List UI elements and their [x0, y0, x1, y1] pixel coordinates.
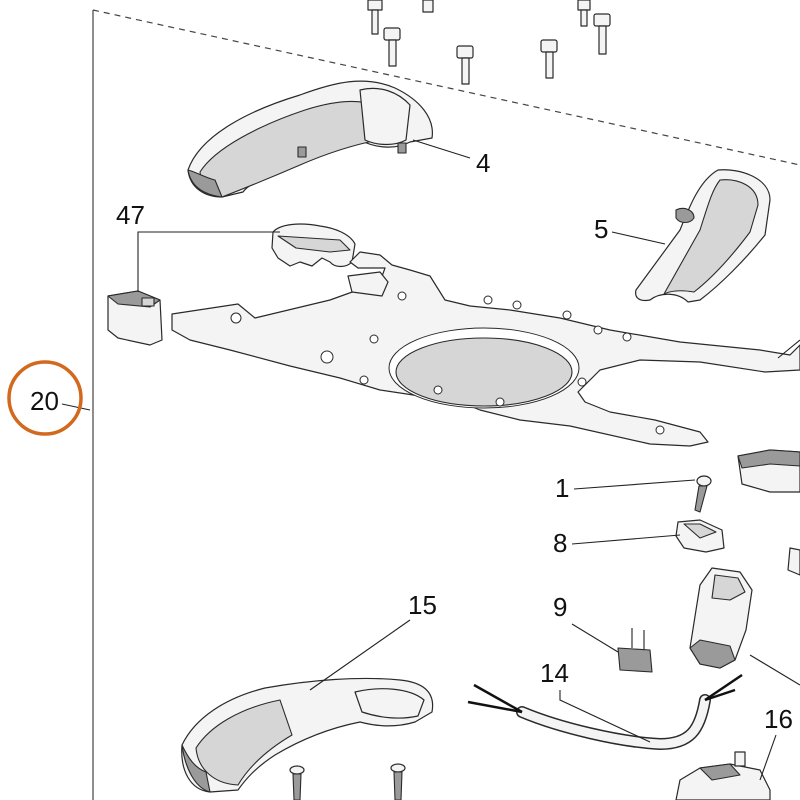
callout-8: 8: [553, 528, 567, 558]
assembly-boundary: [92, 9, 800, 800]
part-8-connector: [675, 519, 725, 553]
callout-4: 4: [476, 148, 490, 178]
callout-1: 1: [555, 473, 569, 503]
leader-lines: [61, 139, 800, 781]
part-14-cable: [467, 673, 743, 751]
highlight-circle: [7, 360, 83, 436]
screw: [289, 765, 305, 800]
part-15-bottom-housing: [181, 677, 434, 793]
main-mounting-plate: [171, 251, 800, 447]
callout-5: 5: [594, 214, 608, 244]
part-5-side-cover: [635, 169, 771, 303]
screw: [390, 763, 406, 800]
callout-47: 47: [116, 200, 145, 230]
top-screws: [367, 0, 611, 85]
bottom-screws: [289, 763, 406, 800]
part-16-component: [675, 751, 771, 800]
callout-16: 16: [764, 704, 793, 734]
callout-15: 15: [408, 590, 437, 620]
screw: [367, 0, 383, 35]
part-4-top-cover: [187, 80, 433, 198]
callout-20: 20: [30, 386, 59, 416]
callout-9: 9: [553, 592, 567, 622]
right-edge-parts: [737, 449, 800, 576]
part-1-screw: [694, 475, 712, 513]
part-9-capacitor: [617, 628, 653, 673]
callout-labels: 4 5 47 20 1 8 9 14 15 16: [30, 148, 793, 734]
part-47-latch: [107, 223, 356, 346]
screw: [577, 0, 591, 27]
callout-14: 14: [540, 658, 569, 688]
screw: [422, 0, 434, 13]
screw: [383, 27, 401, 67]
screw: [456, 45, 474, 85]
screw: [593, 13, 611, 55]
switch-assembly: [689, 567, 753, 669]
screw: [540, 39, 558, 79]
